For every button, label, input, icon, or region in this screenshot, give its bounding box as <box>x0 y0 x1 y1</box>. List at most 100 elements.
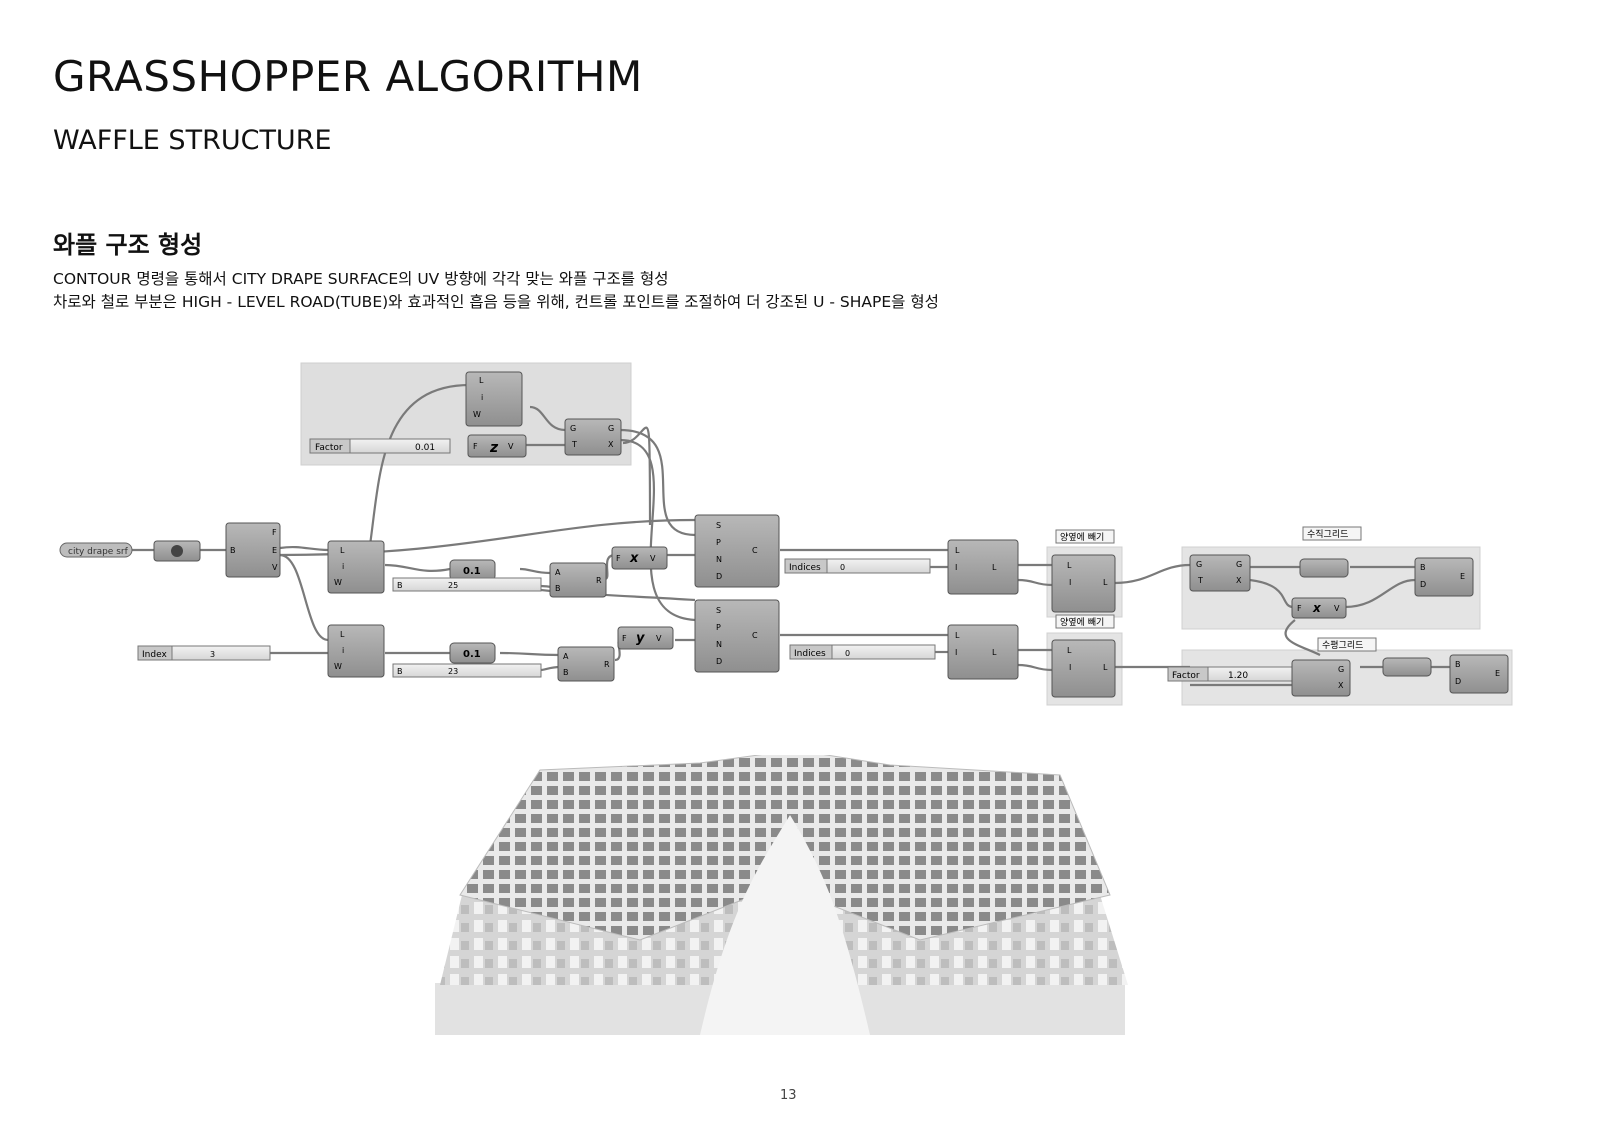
port-label: T <box>571 440 577 449</box>
contour-node-upper[interactable] <box>694 514 780 588</box>
deconstruct-brep-node[interactable] <box>225 522 281 578</box>
port-label: L <box>1103 578 1108 587</box>
contour-node-lower[interactable] <box>694 599 780 673</box>
extrude-node-horizontal[interactable] <box>1449 654 1509 694</box>
division-node-lower[interactable] <box>557 646 615 682</box>
loft-node-horizontal[interactable] <box>1382 657 1432 677</box>
brep-icon <box>171 545 183 557</box>
port-label: I <box>1069 578 1071 587</box>
port-label: G <box>570 424 576 433</box>
slider-value: 0 <box>840 563 845 572</box>
port-label: P <box>716 623 721 632</box>
port-label: D <box>716 572 722 581</box>
port-label: P <box>716 538 721 547</box>
slider-label: Factor <box>1172 671 1200 681</box>
port-label: G <box>1338 665 1344 674</box>
vector-x-node[interactable] <box>611 546 668 570</box>
port-label: S <box>716 521 721 530</box>
b-slider-lower[interactable] <box>392 663 542 678</box>
group-title: 수직그리드 <box>1307 529 1348 540</box>
vector-y-node[interactable] <box>617 626 674 650</box>
port-label: L <box>992 563 997 572</box>
port-label: i <box>481 393 483 402</box>
cull-node-offset-2[interactable] <box>1051 639 1116 698</box>
port-label: G <box>1196 560 1202 569</box>
cull-node-offset-1[interactable] <box>1051 554 1116 613</box>
description-line: CONTOUR 명령을 통해서 CITY DRAPE SURFACE의 UV 방… <box>53 270 669 288</box>
slider-value: 23 <box>448 667 458 676</box>
move-node-vertical[interactable] <box>1189 554 1251 592</box>
port-label: I <box>1069 663 1071 672</box>
port-label: F <box>616 554 621 563</box>
slider-value: 1.20 <box>1228 671 1248 681</box>
list-item-node-upper[interactable] <box>327 540 385 594</box>
port-label: L <box>1103 663 1108 672</box>
input-param-label: city drape srf <box>68 547 129 557</box>
loft-node-vertical[interactable] <box>1299 558 1349 578</box>
group-title: 양옆에 빼기 <box>1060 617 1104 628</box>
group-label-vertical-grid <box>1302 526 1362 541</box>
port-label: N <box>716 640 722 649</box>
constant-node-lower[interactable] <box>449 642 496 664</box>
waffle-structure-render <box>435 755 1128 1035</box>
description-line: 차로와 철로 부분은 HIGH - LEVEL ROAD(TUBE)와 효과적인… <box>53 293 939 311</box>
port-label: B <box>555 584 561 593</box>
port-label: i <box>342 646 344 655</box>
port-label: G <box>1236 560 1242 569</box>
port-label: W <box>473 410 481 419</box>
port-label: V <box>656 634 662 643</box>
vector-x-node-grid[interactable] <box>1291 597 1347 619</box>
x-icon: x <box>629 551 639 566</box>
port-label: C <box>752 631 758 640</box>
port-label: E <box>272 546 277 555</box>
port-label: B <box>1455 660 1461 669</box>
port-label: V <box>272 563 278 572</box>
page-title: GRASSHOPPER ALGORITHM <box>53 52 643 101</box>
z-icon: z <box>489 440 499 456</box>
port-label: A <box>555 568 561 577</box>
port-label: S <box>716 606 721 615</box>
vector-z-node[interactable] <box>467 434 527 458</box>
port-label: R <box>604 660 610 669</box>
extrude-node-vertical[interactable] <box>1414 557 1474 597</box>
port-label: B <box>230 546 236 555</box>
port-label: L <box>1067 646 1072 655</box>
port-label: X <box>1236 576 1242 585</box>
slider-value: 25 <box>448 581 458 590</box>
slider-label: Factor <box>315 443 343 453</box>
port-label: L <box>479 376 484 385</box>
port-label: D <box>1420 580 1426 589</box>
slider-label: B <box>397 667 403 676</box>
slider-label: B <box>397 581 403 590</box>
port-label: F <box>1297 604 1302 613</box>
cull-node-lower[interactable] <box>947 624 1019 680</box>
page-number: 13 <box>780 1088 797 1103</box>
group-label-offset-1 <box>1055 529 1115 544</box>
list-item-node-top[interactable] <box>465 371 523 427</box>
b-slider-upper[interactable] <box>392 577 542 592</box>
port-label: L <box>1067 561 1072 570</box>
group-label-offset-2 <box>1055 614 1115 629</box>
slider-label: Indices <box>794 649 826 659</box>
port-label: R <box>596 576 602 585</box>
grasshopper-definition: city drape srf B F E V L i W L i W L i W… <box>59 362 1513 706</box>
port-label: L <box>340 546 345 555</box>
port-label: X <box>608 440 614 449</box>
port-label: T <box>1197 576 1203 585</box>
port-label: F <box>473 442 478 451</box>
port-label: V <box>1334 604 1340 613</box>
division-node-upper[interactable] <box>549 562 607 598</box>
port-label: W <box>334 662 342 671</box>
move-node-top[interactable] <box>564 418 622 456</box>
move-node-horizontal[interactable] <box>1291 659 1351 697</box>
port-label: D <box>716 657 722 666</box>
input-param-city-drape[interactable] <box>59 542 133 558</box>
list-item-node-lower[interactable] <box>327 624 385 678</box>
port-label: F <box>272 528 277 537</box>
port-label: I <box>955 648 957 657</box>
cull-node-upper[interactable] <box>947 539 1019 595</box>
port-label: L <box>340 630 345 639</box>
port-label: X <box>1338 681 1344 690</box>
port-label: V <box>508 442 514 451</box>
slider-value: 3 <box>210 650 215 659</box>
